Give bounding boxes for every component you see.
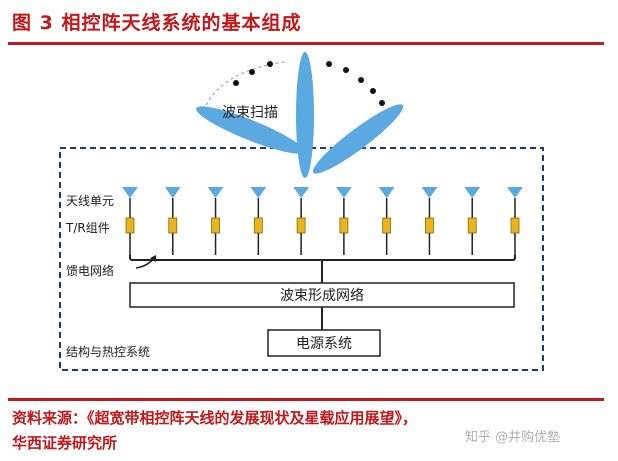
tr-module xyxy=(168,217,178,234)
top-rule xyxy=(8,42,604,45)
antenna-triangle-icon xyxy=(250,187,267,198)
tr-module xyxy=(467,217,477,234)
tr-module xyxy=(296,217,306,234)
tr-module xyxy=(125,217,135,234)
source-note: 资料来源：《超宽带相控阵天线的发展现状及星载应用展望》， 华西证券研究所 xyxy=(12,406,417,456)
antenna-element xyxy=(464,187,481,255)
tr-module xyxy=(510,217,520,234)
beam-lobe-right xyxy=(312,104,404,174)
antenna-element-array xyxy=(122,187,523,255)
antenna-triangle-icon xyxy=(507,187,523,198)
power-system-box xyxy=(267,329,381,357)
feed-network-label: 馈电网络 xyxy=(66,263,114,278)
tr-module xyxy=(339,217,349,234)
tr-module xyxy=(211,217,220,234)
antenna-triangle-icon xyxy=(464,187,481,198)
tr-module xyxy=(425,217,434,234)
antenna-triangle-icon xyxy=(335,187,352,198)
antenna-element xyxy=(378,187,395,255)
antenna-triangle-icon xyxy=(421,187,438,198)
thermal-structure-label: 结构与热控系统 xyxy=(66,344,150,359)
figure-title: 图 3 相控阵天线系统的基本组成 xyxy=(12,12,302,34)
zhihu-watermark: 知乎 @井购优塾 xyxy=(465,430,561,445)
scan-label: 波束扫描 xyxy=(222,105,278,121)
tr-module xyxy=(382,217,392,234)
antenna-element xyxy=(164,187,181,255)
antenna-element xyxy=(293,187,310,255)
antenna-triangle-icon xyxy=(164,187,181,198)
antenna-triangle-icon xyxy=(293,187,310,198)
source-line-2: 华西证券研究所 xyxy=(12,434,118,452)
antenna-element xyxy=(421,187,438,255)
antenna-element-label: 天线单元 xyxy=(66,194,114,208)
power-system-label: 电源系统 xyxy=(296,336,352,352)
beamforming-network-box xyxy=(129,282,515,308)
antenna-element xyxy=(507,187,523,255)
scan-dots xyxy=(233,61,385,106)
tr-module-label: T/R组件 xyxy=(65,221,110,235)
feed-bus xyxy=(129,255,516,261)
bottom-rule xyxy=(8,398,604,401)
tr-module xyxy=(253,217,263,234)
scan-arc-dashed xyxy=(205,61,286,106)
antenna-triangle-icon xyxy=(378,187,395,198)
antenna-triangle-icon xyxy=(122,187,138,198)
antenna-triangle-icon xyxy=(207,187,224,198)
antenna-element xyxy=(250,187,267,255)
feed-arrowhead xyxy=(150,255,156,262)
source-line-1: 资料来源：《超宽带相控阵天线的发展现状及星载应用展望》， xyxy=(12,409,418,427)
antenna-element xyxy=(335,187,352,255)
beam-lobe-left xyxy=(196,106,304,154)
antenna-element xyxy=(207,187,224,255)
antenna-element xyxy=(122,187,138,255)
beamforming-network-label: 波束形成网络 xyxy=(280,288,364,304)
beam-lobe-center xyxy=(296,52,314,178)
